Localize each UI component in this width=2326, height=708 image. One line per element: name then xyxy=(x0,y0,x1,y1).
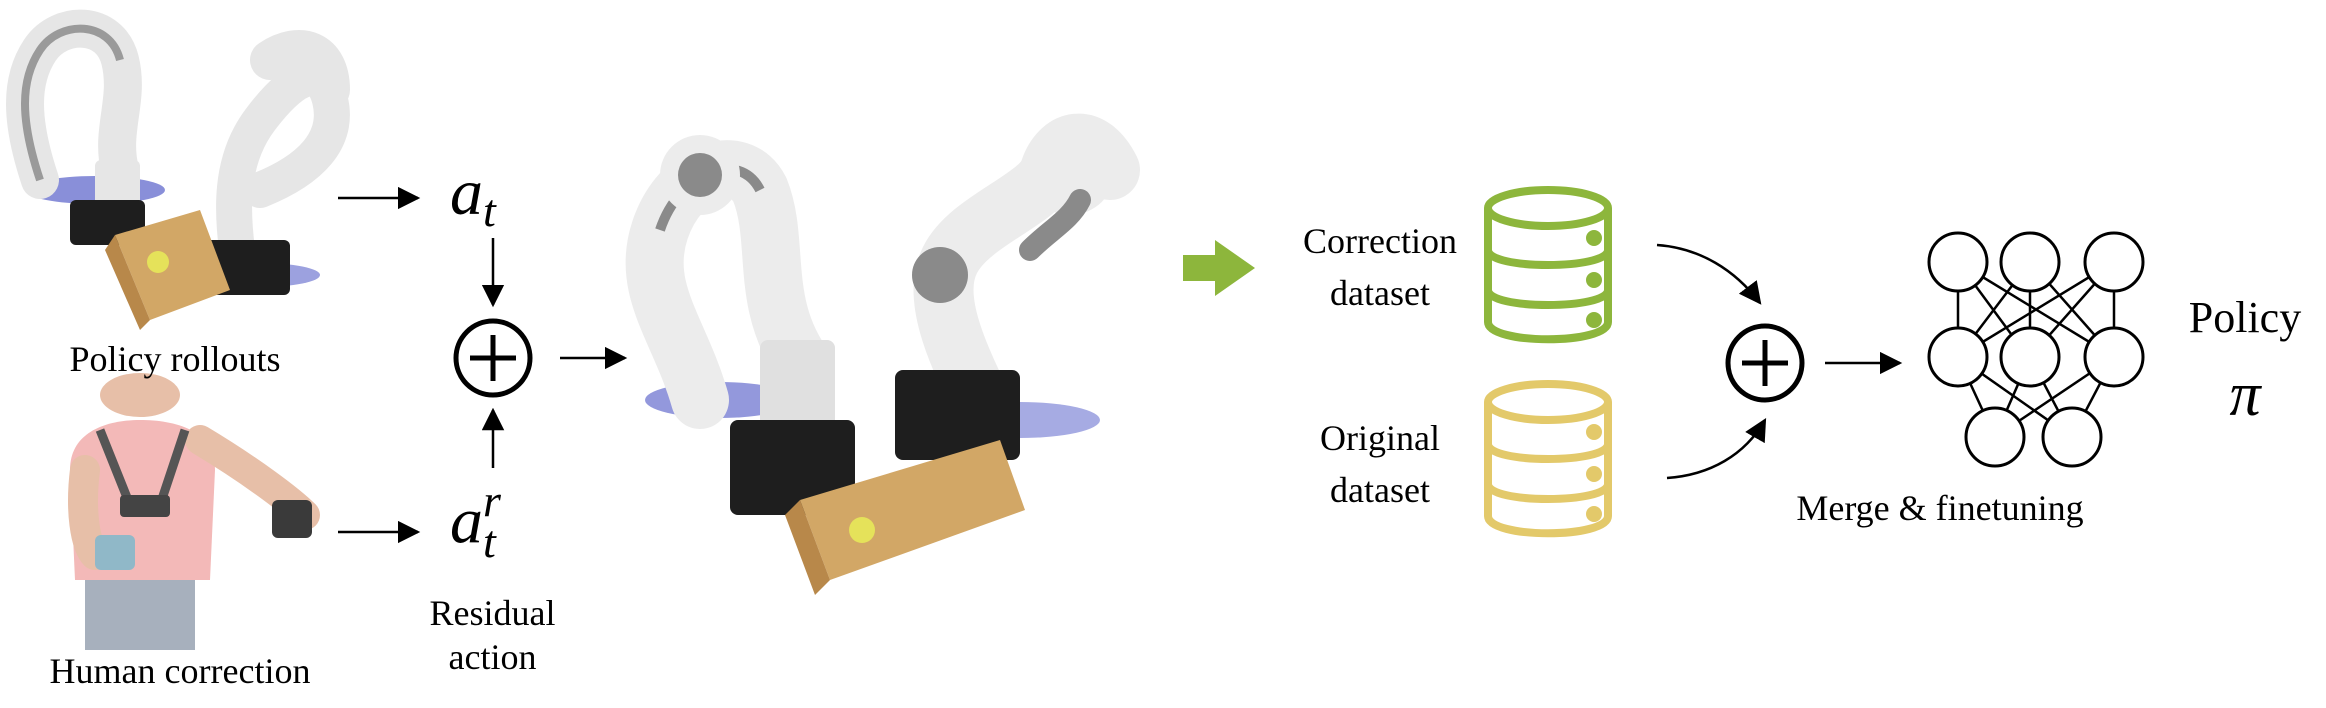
action-subscript: t xyxy=(483,185,496,237)
action-symbol: at xyxy=(450,160,496,236)
residual-superscript: r xyxy=(483,475,501,526)
sum-plus-icon xyxy=(453,318,533,398)
correction-to-merge-arrow xyxy=(1656,243,1762,305)
merge-plus-icon xyxy=(1725,323,1805,403)
human-correction-label: Human correction xyxy=(49,651,311,691)
residual-label-line1: Residual xyxy=(429,593,556,633)
residual-label-line2: action xyxy=(448,636,537,677)
residual-subscript: t xyxy=(483,516,496,568)
corrected-execution-image xyxy=(625,113,1140,595)
policy-rollouts-label: Policy rollouts xyxy=(69,339,281,379)
correction-database-icon xyxy=(1484,186,1612,344)
human-correction-image xyxy=(68,373,320,650)
correction-label-line1: Correction xyxy=(1303,221,1457,261)
policy-rollouts-image xyxy=(6,9,350,330)
residual-a: a xyxy=(450,484,483,558)
original-dataset-label: Original dataset xyxy=(1290,412,1470,516)
neural-network-icon xyxy=(1927,231,2145,468)
original-database-icon xyxy=(1484,380,1612,538)
original-to-merge-arrow xyxy=(1666,418,1767,480)
policy-pi-symbol: π xyxy=(2229,361,2261,429)
correction-dataset-label: Correction dataset xyxy=(1280,215,1480,319)
original-label-line1: Original xyxy=(1320,418,1440,458)
merge-finetuning-label: Merge & finetuning xyxy=(1796,488,2084,528)
correction-label-line2: dataset xyxy=(1330,273,1430,314)
original-label-line2: dataset xyxy=(1330,470,1430,511)
action-a: a xyxy=(450,156,483,229)
residual-action-label: Residual action xyxy=(400,592,585,680)
policy-label: Policy xyxy=(2188,293,2302,342)
green-arrow-icon xyxy=(1183,240,1255,296)
